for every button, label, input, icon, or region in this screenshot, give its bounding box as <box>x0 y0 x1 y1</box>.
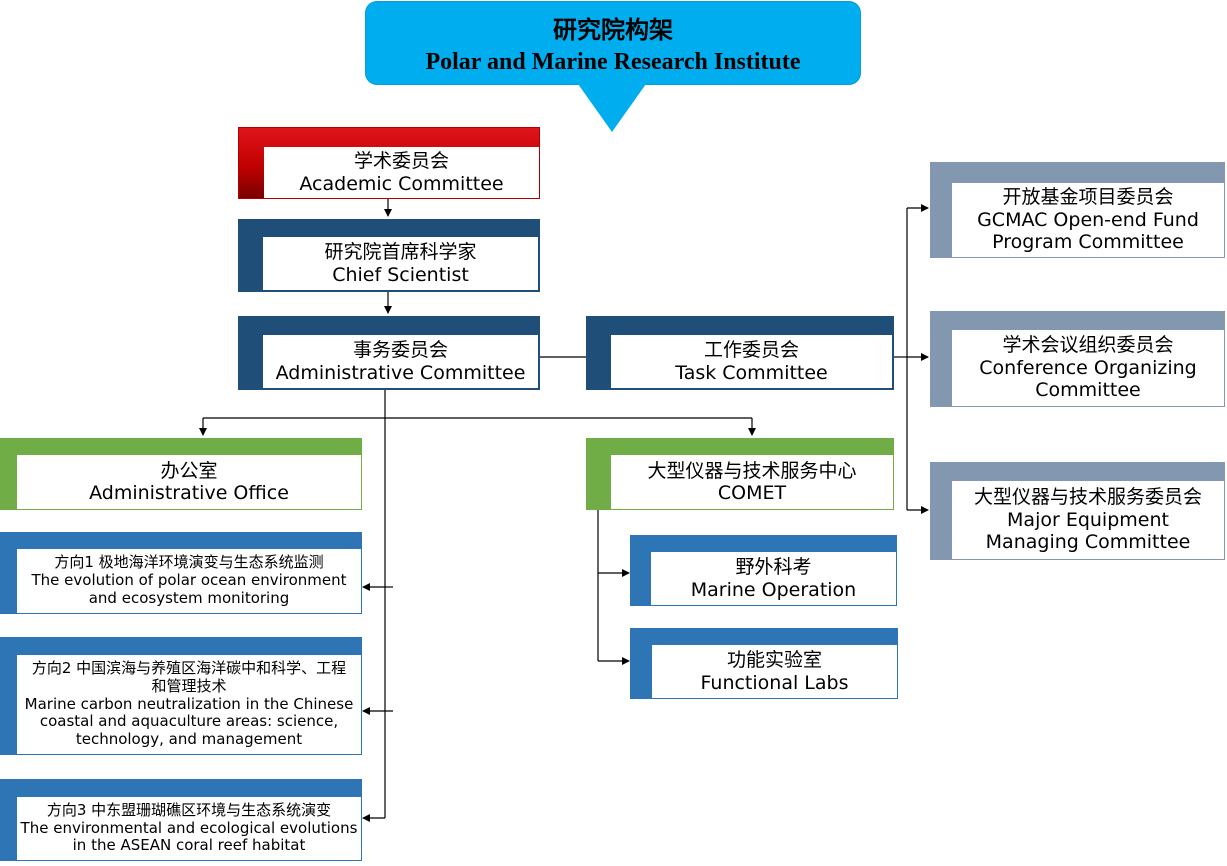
comet-en: COMET <box>717 482 787 504</box>
direction-1-box: 方向1 极地海洋环境演变与生态系统监测 The evolution of pol… <box>0 532 362 614</box>
task-committee-box: 工作委员会 Task Committee <box>586 316 894 390</box>
academic-committee-zh: 学术委员会 <box>353 150 449 173</box>
direction-2-en-line3: technology, and management <box>75 730 303 749</box>
direction-1-en-line2: and ecosystem monitoring <box>88 588 290 607</box>
direction-3-box: 方向3 中东盟珊瑚礁区环境与生态系统演变 The environmental a… <box>0 779 362 861</box>
open-fund-committee-en-line2: Program Committee <box>992 231 1184 254</box>
administrative-office-box: 办公室 Administrative Office <box>0 438 362 510</box>
functional-labs-box: 功能实验室 Functional Labs <box>630 628 898 699</box>
direction-2-zh-line2: 和管理技术 <box>151 676 227 695</box>
comet-zh: 大型仪器与技术服务中心 <box>647 459 857 482</box>
conference-committee-zh: 学术会议组织委员会 <box>1002 334 1174 357</box>
task-committee-en: Task Committee <box>675 361 828 384</box>
direction-3-en-line1: The environmental and ecological evoluti… <box>20 818 358 837</box>
direction-2-box: 方向2 中国滨海与养殖区海洋碳中和科学、工程 和管理技术 Marine carb… <box>0 637 362 755</box>
equipment-committee-en-line1: Major Equipment <box>1007 508 1169 531</box>
direction-3-zh: 方向3 中东盟珊瑚礁区环境与生态系统演变 <box>46 800 332 819</box>
administrative-committee-zh: 事务委员会 <box>352 339 448 362</box>
conference-committee-en-line2: Committee <box>1035 379 1141 402</box>
direction-2-zh-line1: 方向2 中国滨海与养殖区海洋碳中和科学、工程 <box>31 659 347 678</box>
comet-box: 大型仪器与技术服务中心 COMET <box>586 438 894 510</box>
title-callout: 研究院构架 Polar and Marine Research Institut… <box>365 1 861 85</box>
functional-labs-en: Functional Labs <box>700 671 849 694</box>
administrative-office-zh: 办公室 <box>160 459 218 482</box>
chief-scientist-box: 研究院首席科学家 Chief Scientist <box>238 219 540 292</box>
title-en: Polar and Marine Research Institute <box>425 49 801 75</box>
administrative-office-en: Administrative Office <box>89 482 289 504</box>
marine-operation-en: Marine Operation <box>690 578 857 601</box>
academic-committee-en: Academic Committee <box>299 172 504 195</box>
conference-committee-en-line1: Conference Organizing <box>979 356 1197 379</box>
task-committee-zh: 工作委员会 <box>703 339 799 362</box>
administrative-committee-box: 事务委员会 Administrative Committee <box>238 316 540 390</box>
open-fund-committee-en-line1: GCMAC Open-end Fund <box>977 208 1199 231</box>
chief-scientist-zh: 研究院首席科学家 <box>324 241 477 264</box>
marine-operation-box: 野外科考 Marine Operation <box>630 535 897 606</box>
title-zh: 研究院构架 <box>553 16 673 44</box>
equipment-committee-en-line2: Managing Committee <box>985 531 1191 554</box>
direction-1-en-line1: The evolution of polar ocean environment <box>31 571 347 590</box>
open-fund-committee-zh: 开放基金项目委员会 <box>1002 186 1174 209</box>
academic-committee-box: 学术委员会 Academic Committee <box>238 127 540 199</box>
direction-2-en-line2: coastal and aquaculture areas: science, <box>39 712 339 731</box>
title-callout-pointer <box>578 84 646 132</box>
direction-3-en-line2: in the ASEAN coral reef habitat <box>72 836 306 855</box>
chief-scientist-en: Chief Scientist <box>332 263 469 286</box>
open-fund-committee-box: 开放基金项目委员会 GCMAC Open-end Fund Program Co… <box>930 162 1225 258</box>
functional-labs-zh: 功能实验室 <box>726 649 822 672</box>
direction-2-en-line1: Marine carbon neutralization in the Chin… <box>24 694 354 713</box>
administrative-committee-en: Administrative Committee <box>275 361 526 384</box>
equipment-committee-zh: 大型仪器与技术服务委员会 <box>973 486 1202 509</box>
direction-1-zh: 方向1 极地海洋环境演变与生态系统监测 <box>54 553 324 572</box>
marine-operation-zh: 野外科考 <box>735 556 812 579</box>
equipment-committee-box: 大型仪器与技术服务委员会 Major Equipment Managing Co… <box>930 462 1225 560</box>
conference-committee-box: 学术会议组织委员会 Conference Organizing Committe… <box>930 311 1225 407</box>
